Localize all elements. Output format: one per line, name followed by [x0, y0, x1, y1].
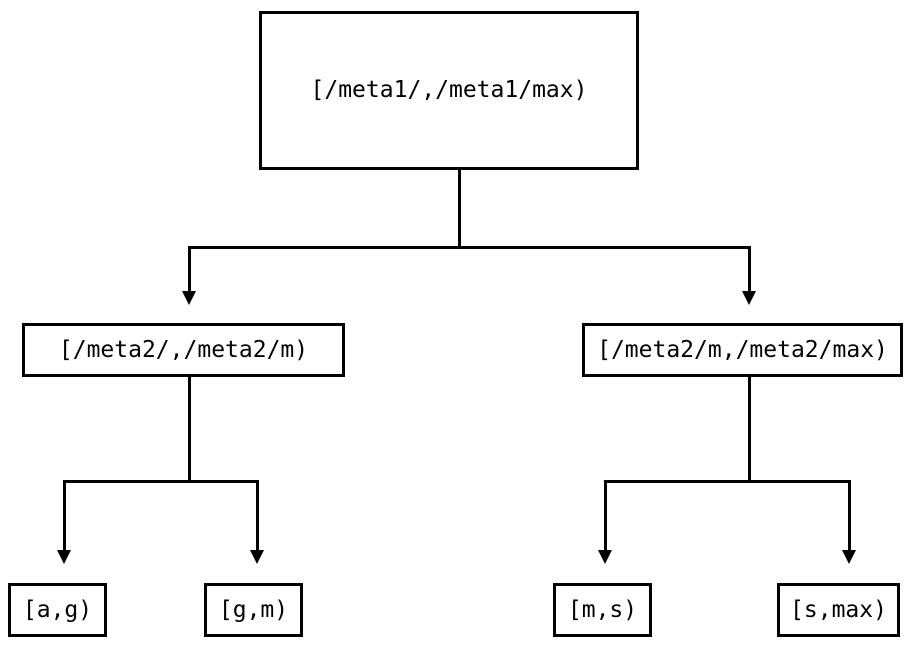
node-mid-right[interactable]: [/meta2/m,/meta2/max) — [582, 323, 903, 377]
node-root-label: [/meta1/,/meta1/max) — [310, 77, 588, 103]
node-leaf-m-s-label: [m,s) — [567, 596, 638, 623]
node-root[interactable]: [/meta1/,/meta1/max) — [259, 11, 639, 170]
edge-root-to-mid-left-drop — [188, 246, 191, 294]
node-mid-left[interactable]: [/meta2/,/meta2/m) — [22, 323, 345, 377]
arrow-head-icon-mid-left-to-leaf-a-g — [57, 550, 71, 564]
edge-mid-left-to-leaf-a-g-drop — [63, 480, 66, 552]
node-leaf-s-max-label: [s,max) — [790, 596, 887, 623]
edge-mid-left-stem — [188, 377, 191, 483]
node-mid-left-label: [/meta2/,/meta2/m) — [58, 336, 309, 363]
edge-mid-right-crossbar — [604, 480, 851, 483]
arrow-head-icon-root-to-mid-left — [182, 291, 196, 305]
node-leaf-m-s[interactable]: [m,s) — [553, 583, 652, 637]
arrow-head-icon-root-to-mid-right — [742, 291, 756, 305]
edge-mid-right-stem — [748, 377, 751, 483]
edge-root-stem — [458, 170, 461, 249]
node-leaf-g-m[interactable]: [g,m) — [204, 583, 303, 637]
node-leaf-s-max[interactable]: [s,max) — [777, 583, 900, 637]
node-leaf-g-m-label: [g,m) — [218, 596, 289, 623]
edge-root-to-mid-right-drop — [748, 246, 751, 294]
edge-mid-right-to-leaf-s-max-drop — [848, 480, 851, 552]
edge-mid-left-to-leaf-g-m-drop — [256, 480, 259, 552]
edge-mid-left-crossbar — [63, 480, 259, 483]
arrow-head-icon-mid-right-to-leaf-s-max — [842, 550, 856, 564]
node-leaf-a-g-label: [a,g) — [22, 596, 93, 623]
node-leaf-a-g[interactable]: [a,g) — [8, 583, 107, 637]
edge-mid-right-to-leaf-m-s-drop — [604, 480, 607, 552]
node-mid-right-label: [/meta2/m,/meta2/max) — [597, 336, 888, 363]
arrow-head-icon-mid-right-to-leaf-m-s — [598, 550, 612, 564]
edge-root-crossbar — [188, 246, 750, 249]
arrow-head-icon-mid-left-to-leaf-g-m — [250, 550, 264, 564]
